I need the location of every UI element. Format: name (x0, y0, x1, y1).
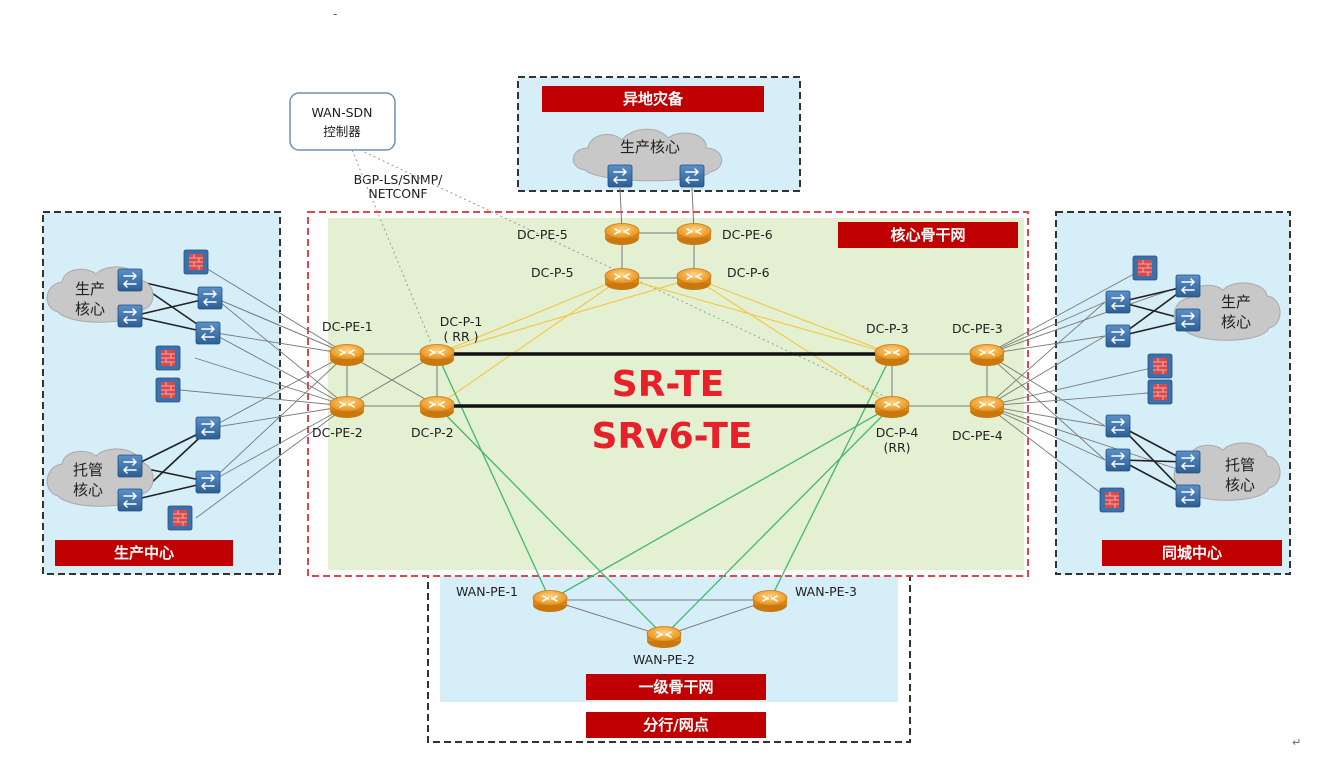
firewall-icon (1147, 353, 1173, 379)
router-dc-pe-5-icon (604, 222, 640, 246)
access-links (179, 261, 1186, 519)
router-dc-p-5-icon (604, 267, 640, 291)
label-dc-pe-1: DC-PE-1 (322, 319, 373, 334)
switch-icon (195, 416, 221, 440)
router-dc-p-3-icon (874, 343, 910, 367)
controller-subtitle: 控制器 (323, 124, 361, 139)
switch-icon (607, 164, 633, 188)
label-wan-pe-3: WAN-PE-3 (795, 584, 857, 599)
switch-icon (117, 488, 143, 512)
svg-text:生产: 生产 (1221, 293, 1251, 311)
switch-icon (117, 304, 143, 328)
switch-icon (1175, 484, 1201, 508)
firewall-icon (1132, 255, 1158, 281)
label-dc-p-3: DC-P-3 (866, 321, 909, 336)
switch-icon (1105, 290, 1131, 314)
footer-mark: ↵ (1292, 736, 1301, 749)
router-dc-pe-2-icon (329, 395, 365, 419)
svg-text:核心: 核心 (1221, 313, 1251, 331)
sr-te-label: SR-TE (612, 364, 724, 405)
svg-text:核心: 核心 (73, 481, 103, 499)
label-dc-pe-6: DC-PE-6 (722, 227, 773, 242)
label-wan-pe-2: WAN-PE-2 (633, 652, 695, 667)
switch-icon (195, 321, 221, 345)
core-links-yellow (436, 277, 893, 407)
router-dc-pe-3-icon (969, 343, 1005, 367)
label-dc-pe-4: DC-PE-4 (952, 428, 1003, 443)
core-backbone-label: 核心骨干网 (890, 226, 965, 244)
router-dc-pe-4-icon (969, 395, 1005, 419)
switch-icon (1105, 414, 1131, 438)
label-dc-pe-2: DC-PE-2 (312, 425, 363, 440)
router-dc-pe-1-icon (329, 343, 365, 367)
firewall-icon (183, 249, 209, 275)
switch-icon (195, 470, 221, 494)
label-dc-p-2: DC-P-2 (411, 425, 454, 440)
core-links-green (436, 353, 893, 637)
branch-label: 分行/网点 (643, 716, 708, 734)
remote-dr-label: 异地灾备 (623, 90, 684, 108)
firewall-icon (167, 505, 193, 531)
firewall-icon (155, 345, 181, 371)
switch-icon (679, 164, 705, 188)
label-wan-pe-1: WAN-PE-1 (456, 584, 518, 599)
router-wan-pe-2-icon (646, 625, 682, 649)
router-dc-p-1-icon (419, 343, 455, 367)
tier1-backbone-tag: 一级骨干网 (586, 674, 766, 700)
svg-text:生产核心: 生产核心 (620, 138, 680, 156)
srv6-te-label: SRv6-TE (592, 416, 753, 457)
svg-text:NETCONF: NETCONF (368, 186, 427, 201)
router-wan-pe-1-icon (532, 589, 568, 613)
tier1-backbone-label: 一级骨干网 (638, 678, 713, 696)
router-dc-p-6-icon (676, 267, 712, 291)
switch-icon (1175, 274, 1201, 298)
label-dc-pe-5: DC-PE-5 (517, 227, 568, 242)
label-dc-p-6: DC-P-6 (727, 265, 770, 280)
svg-text:生产: 生产 (75, 280, 105, 298)
router-dc-p-4-icon (874, 395, 910, 419)
same-city-center-region: 同城中心 (1055, 211, 1291, 575)
svg-text:核心: 核心 (1225, 476, 1255, 494)
svg-text:核心: 核心 (75, 300, 105, 318)
label-dc-p-5: DC-P-5 (531, 265, 574, 280)
router-labels: DC-PE-5 DC-PE-6 DC-P-5 DC-P-6 DC-PE-1 DC… (312, 227, 1003, 667)
router-dc-p-2-icon (419, 395, 455, 419)
header-mark: - (333, 7, 337, 21)
svg-text:托管: 托管 (73, 461, 103, 479)
label-dc-pe-3: DC-PE-3 (952, 321, 1003, 336)
switch-icon (117, 268, 143, 292)
switch-icon (117, 454, 143, 478)
controller-name: WAN-SDN (312, 105, 373, 120)
svg-text:托管: 托管 (1225, 456, 1255, 474)
same-city-center-label: 同城中心 (1162, 544, 1222, 562)
label-dc-p-4-role: (RR) (883, 440, 910, 455)
router-dc-pe-6-icon (676, 222, 712, 246)
label-dc-p-1-role: ( RR ) (443, 329, 478, 344)
switch-icon (1105, 324, 1131, 348)
tech-labels: SR-TE SRv6-TE (568, 364, 774, 457)
router-wan-pe-3-icon (752, 589, 788, 613)
label-dc-p-1: DC-P-1 (440, 314, 483, 329)
firewall-icon (1099, 487, 1125, 513)
firewall-icon (1147, 379, 1173, 405)
switch-icon (1175, 308, 1201, 332)
switch-icon (1175, 450, 1201, 474)
label-dc-p-4: DC-P-4 (876, 425, 919, 440)
firewall-icon (155, 377, 181, 403)
switch-icon (1105, 448, 1131, 472)
switch-icon (197, 286, 223, 310)
production-center-label: 生产中心 (114, 544, 174, 562)
wan-sdn-controller: WAN-SDN 控制器 (289, 92, 396, 151)
protocol-label: BGP-LS/SNMP/ NETCONF (354, 172, 444, 201)
cloud-right-prod: 生产 核心 (1173, 282, 1281, 341)
te-paths (452, 352, 876, 408)
svg-text:BGP-LS/SNMP/: BGP-LS/SNMP/ (354, 172, 444, 187)
